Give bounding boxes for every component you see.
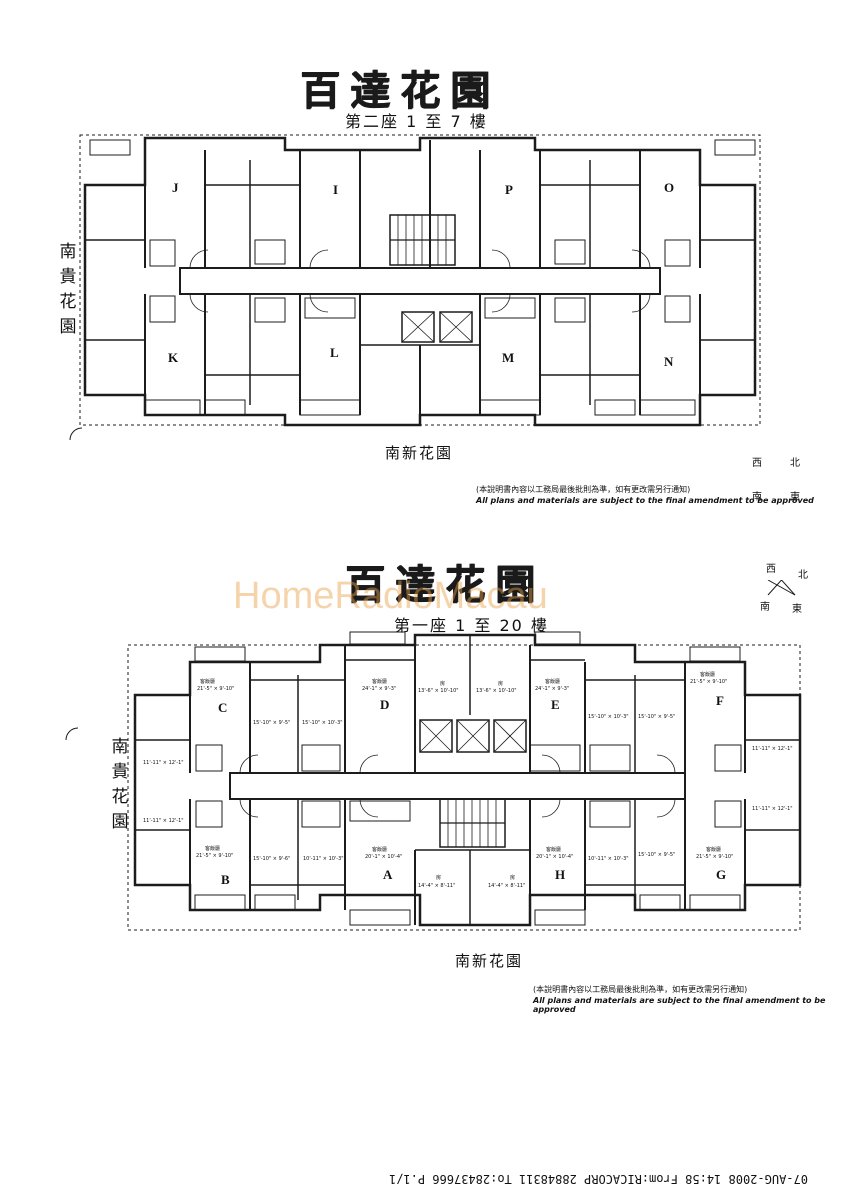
room-g-bed1: 10'-11" × 10'-3" bbox=[588, 856, 629, 862]
top-compass-west: 西 bbox=[752, 458, 762, 469]
room-e-room-dim: 13'-6" × 10'-10" bbox=[476, 688, 517, 694]
room-left-1: 11'-11" × 12'-1" bbox=[143, 760, 184, 766]
top-unit-m: M bbox=[502, 350, 515, 365]
bottom-compass-south: 南 bbox=[760, 602, 770, 613]
bottom-unit-d: D bbox=[380, 697, 390, 712]
room-g-bed2: 15'-10" × 9'-5" bbox=[638, 852, 676, 858]
room-d-room-dim: 13'-6" × 10'-10" bbox=[418, 688, 459, 694]
room-left-2: 11'-11" × 12'-1" bbox=[143, 818, 184, 824]
room-a-room: 房 bbox=[436, 875, 442, 881]
room-c-bed2: 15'-10" × 10'-3" bbox=[302, 720, 343, 726]
room-right-1: 11'-11" × 12'-1" bbox=[752, 746, 793, 752]
room-e-room: 房 bbox=[498, 681, 504, 687]
top-side-label: 南貴花園 bbox=[59, 242, 77, 337]
room-e-living: 客飯廳 bbox=[545, 679, 561, 685]
bottom-unit-e: E bbox=[551, 697, 560, 712]
bottom-unit-h: H bbox=[555, 867, 566, 882]
top-bottom-label: 南新花園 bbox=[385, 444, 454, 462]
bottom-note-en: All plans and materials are subject to t… bbox=[533, 996, 826, 1014]
room-d-room: 房 bbox=[440, 681, 446, 687]
top-unit-n: N bbox=[664, 354, 674, 369]
bottom-unit-f: F bbox=[716, 693, 724, 708]
top-compass-east: 東 bbox=[790, 492, 800, 503]
top-compass-north: 北 bbox=[790, 458, 800, 469]
top-unit-i: I bbox=[333, 182, 339, 197]
top-unit-j: J bbox=[172, 180, 179, 195]
bottom-floor-plan bbox=[65, 580, 802, 931]
top-note-zh: (本說明書內容以工務局最後批則為準，如有更改需另行通知) bbox=[476, 485, 691, 494]
bottom-compass-east: 東 bbox=[792, 604, 802, 615]
top-plan-subtitle: 第二座 1 至 7 樓 bbox=[345, 112, 488, 131]
room-h-living: 客飯廳 bbox=[546, 847, 562, 853]
room-d-dim: 24'-1" × 9'-3" bbox=[362, 686, 397, 692]
watermark: HomeRadioMacau bbox=[233, 575, 548, 617]
room-a-dim: 20'-1" × 10'-4" bbox=[365, 854, 403, 860]
room-h-room-dim: 14'-4" × 8'-11" bbox=[488, 883, 526, 889]
top-unit-o: O bbox=[664, 180, 675, 195]
room-c-bed1: 15'-10" × 9'-5" bbox=[253, 720, 291, 726]
room-f-bed1: 15'-10" × 10'-3" bbox=[588, 714, 629, 720]
room-c-dim: 21'-5" × 9'-10" bbox=[197, 686, 235, 692]
fax-header-line: 07-AUG-2008 14:58 From:RICACORP 28848311… bbox=[388, 1172, 808, 1186]
room-f-dim: 21'-5" × 9'-10" bbox=[690, 679, 728, 685]
room-right-2: 11'-11" × 12'-1" bbox=[752, 806, 793, 812]
bottom-compass-north: 北 bbox=[798, 570, 808, 581]
bottom-unit-c: C bbox=[218, 700, 228, 715]
bottom-unit-a: A bbox=[383, 867, 393, 882]
bottom-unit-b: B bbox=[221, 872, 230, 887]
room-a-living: 客飯廳 bbox=[372, 847, 388, 853]
room-g-living: 客飯廳 bbox=[706, 847, 722, 853]
bottom-side-label: 南貴花園 bbox=[111, 737, 129, 832]
top-unit-p: P bbox=[505, 182, 513, 197]
room-b-dim: 21'-5" × 9'-10" bbox=[196, 853, 234, 859]
bottom-plan-subtitle: 第一座 1 至 20 樓 bbox=[394, 616, 549, 635]
top-unit-k: K bbox=[168, 350, 179, 365]
room-e-dim: 24'-1" × 9'-3" bbox=[535, 686, 570, 692]
room-h-room: 房 bbox=[510, 875, 516, 881]
bottom-unit-g: G bbox=[716, 867, 727, 882]
room-h-dim: 20'-1" × 10'-4" bbox=[536, 854, 574, 860]
room-g-dim: 21'-5" × 9'-10" bbox=[696, 854, 734, 860]
bottom-bottom-label: 南新花園 bbox=[455, 952, 524, 970]
bottom-note-zh: (本說明書內容以工務局最後批則為準，如有更改需另行通知) bbox=[533, 985, 748, 994]
top-floor-plan bbox=[69, 134, 761, 440]
room-f-living: 客飯廳 bbox=[700, 672, 716, 678]
room-b-living: 客飯廳 bbox=[205, 846, 221, 852]
bottom-plan-title: 百達花園 bbox=[345, 561, 545, 608]
room-c-living: 客飯廳 bbox=[200, 679, 216, 685]
top-plan-title: 百達花園 bbox=[300, 67, 500, 114]
room-b-bed2: 10'-11" × 10'-3" bbox=[303, 856, 344, 862]
top-note-en: All plans and materials are subject to t… bbox=[476, 496, 814, 505]
room-a-room-dim: 14'-4" × 8'-11" bbox=[418, 883, 456, 889]
top-unit-l: L bbox=[330, 345, 339, 360]
top-compass-south: 南 bbox=[752, 492, 762, 503]
room-f-bed2: 15'-10" × 9'-5" bbox=[638, 714, 676, 720]
room-d-living: 客飯廳 bbox=[372, 679, 388, 685]
bottom-compass-west: 西 bbox=[766, 564, 776, 575]
room-b-bed1: 15'-10" × 9'-6" bbox=[253, 856, 291, 862]
